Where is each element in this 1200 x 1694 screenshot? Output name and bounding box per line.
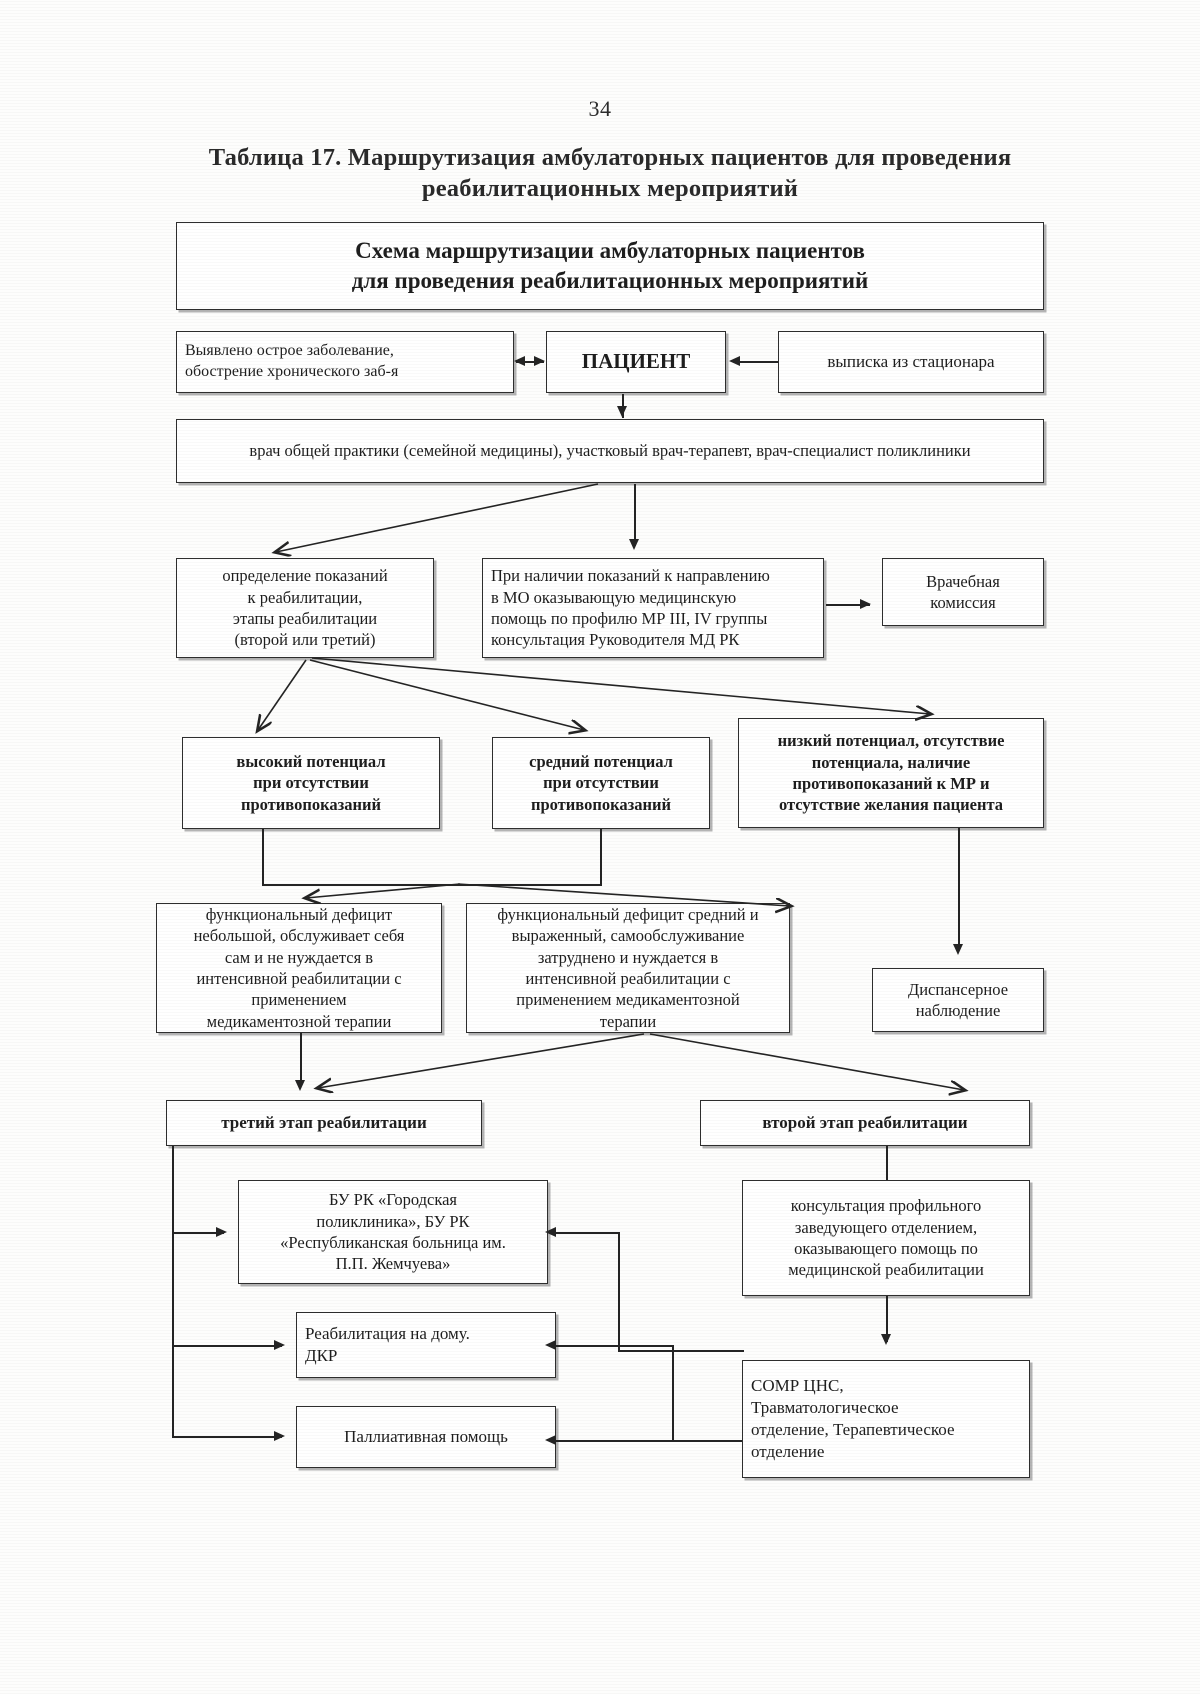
connector-acute-patient: [516, 361, 544, 363]
arrow-to-somr: [880, 1334, 891, 1345]
connector-potential-bracket: [262, 884, 602, 886]
arrow-to-patient-left: [534, 355, 545, 366]
arrow-to-acute: [514, 355, 525, 366]
connector-referral-commission: [826, 604, 870, 606]
node-home-rehab: Реабилитация на дому. ДКР: [296, 1312, 556, 1378]
node-hospital-discharge: выписка из стационара: [778, 331, 1044, 393]
node-profile-consult: консультация профильного заведующего отд…: [742, 1180, 1030, 1296]
connector-spine-clinics: [172, 1232, 224, 1234]
connector-high-down: [262, 829, 264, 885]
connector-small-stage3: [300, 1033, 302, 1085]
connector-consult-somr: [886, 1296, 888, 1342]
connector-medium-down: [600, 829, 602, 885]
node-medium-potential: средний потенциал при отсутствии противо…: [492, 737, 710, 829]
arrow-feedback-to-palliative: [545, 1434, 556, 1445]
node-stage-three: третий этап реабилитации: [166, 1100, 482, 1146]
arrow-to-stage-three: [294, 1080, 305, 1091]
node-clinics: БУ РК «Городская поликлиника», БУ РК «Ре…: [238, 1180, 548, 1284]
arrow-to-referral: [628, 539, 639, 550]
node-referral: При наличии показаний к направлению в МО…: [482, 558, 824, 658]
node-dispensary: Диспансерное наблюдение: [872, 968, 1044, 1032]
arrow-to-patient-right: [729, 355, 740, 366]
connector-spine-home: [172, 1345, 282, 1347]
arrow-to-dispensary: [952, 944, 963, 955]
arrow-feedback-to-clinics: [545, 1226, 556, 1237]
node-palliative: Паллиативная помощь: [296, 1406, 556, 1468]
page-title: Таблица 17. Маршрутизация амбулаторных п…: [208, 144, 1012, 203]
node-medical-commission: Врачебная комиссия: [882, 558, 1044, 626]
connector-feedback-vertical-b: [672, 1345, 674, 1441]
arrow-to-gp: [616, 406, 627, 417]
connector-feedback-bottom-a: [618, 1350, 744, 1352]
connector-stage2-consult: [886, 1146, 888, 1180]
node-high-potential: высокий потенциал при отсутствии противо…: [182, 737, 440, 829]
connector-feedback-vertical-a: [618, 1232, 620, 1350]
arrow-to-clinics: [216, 1226, 227, 1237]
arrow-to-palliative: [274, 1430, 285, 1441]
node-low-potential: низкий потенциал, отсутствие потенциала,…: [738, 718, 1044, 828]
node-acute-disease: Выявлено острое заболевание, обострение …: [176, 331, 514, 393]
connector-spine-palliative: [172, 1436, 282, 1438]
node-stage-two: второй этап реабилитации: [700, 1100, 1030, 1146]
node-deficit-large: функциональный дефицит средний и выражен…: [466, 903, 790, 1033]
node-gp-doctor: врач общей практики (семейной медицины),…: [176, 419, 1044, 483]
connector-low-dispensary: [958, 828, 960, 950]
arrow-to-commission: [860, 598, 871, 609]
node-deficit-small: функциональный дефицит небольшой, обслуж…: [156, 903, 442, 1033]
connector-feedback-palliative: [556, 1440, 742, 1442]
diagram-header: Схема маршрутизации амбулаторных пациент…: [176, 222, 1044, 310]
connector-discharge-patient: [740, 361, 778, 363]
node-somr: СОМР ЦНС, Травматологическое отделение, …: [742, 1360, 1030, 1478]
connector-feedback-top-a: [556, 1232, 620, 1234]
node-patient: ПАЦИЕНТ: [546, 331, 726, 393]
connector-stage3-spine: [172, 1146, 174, 1436]
arrow-feedback-to-home: [545, 1339, 556, 1350]
page-number: 34: [588, 96, 612, 121]
node-indications: определение показаний к реабилитации, эт…: [176, 558, 434, 658]
arrow-to-home-rehab: [274, 1339, 285, 1350]
connector-gp-referral: [634, 484, 636, 546]
connector-feedback-home: [556, 1345, 672, 1347]
